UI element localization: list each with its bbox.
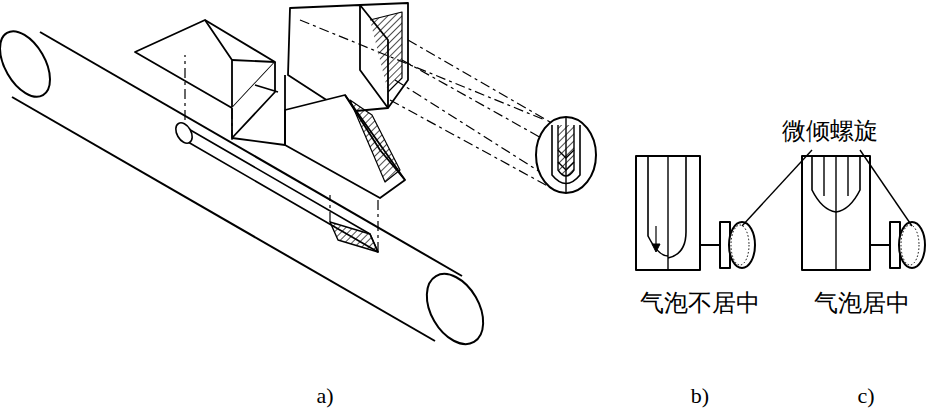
panel-label: b) (689, 383, 711, 408)
bubble-not-centered (636, 156, 755, 270)
caption-label: 气泡不居中 (638, 290, 762, 318)
bubble-image-view (536, 117, 596, 193)
projection-lines (185, 20, 555, 252)
panel-label: c) (855, 383, 876, 408)
prism-assembly (135, 3, 408, 198)
caption-label: 气泡居中 (812, 290, 912, 318)
panel-label: a) (314, 383, 335, 408)
leader-lines (742, 150, 912, 226)
bubble-centered (802, 156, 925, 270)
callout-label: 微倾螺旋 (780, 118, 880, 146)
